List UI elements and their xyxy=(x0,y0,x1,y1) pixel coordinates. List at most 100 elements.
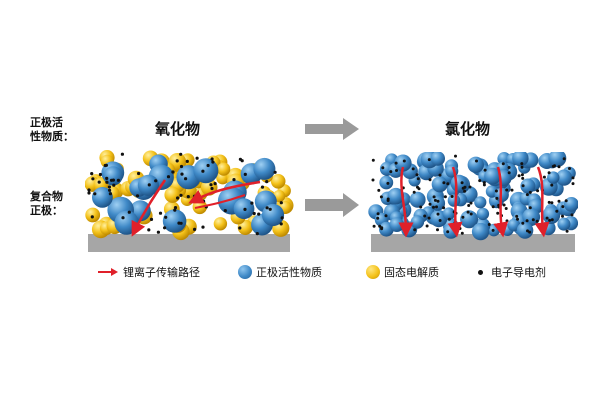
conductive-dot xyxy=(463,189,467,193)
conductive-dot xyxy=(158,211,163,215)
conductive-dot xyxy=(156,230,160,234)
legend-electrolyte-label: 固态电解质 xyxy=(384,266,439,279)
blue-particle xyxy=(409,191,426,208)
conductive-dot xyxy=(120,152,124,156)
conductive-dot xyxy=(213,182,217,186)
blue-particle xyxy=(474,196,487,209)
conductive-dot xyxy=(257,212,261,216)
conductive-dot xyxy=(454,154,457,158)
conductive-dot xyxy=(87,188,91,192)
conductive-dot xyxy=(433,198,437,202)
conductive-dot xyxy=(447,217,451,221)
conductive-dot xyxy=(384,214,388,218)
blue-particle xyxy=(410,215,425,229)
conductive-dot xyxy=(507,166,511,169)
blue-particle xyxy=(542,206,561,224)
conductive-dot xyxy=(179,164,184,169)
conductive-dot xyxy=(495,196,499,200)
conductive-dot xyxy=(565,229,569,233)
conductive-dot xyxy=(510,188,514,192)
conductive-dot xyxy=(412,190,416,194)
blue-particle xyxy=(114,210,139,235)
conductive-dot xyxy=(108,188,112,192)
blue-particle xyxy=(442,207,456,220)
blue-particle xyxy=(447,194,461,207)
conductive-dot xyxy=(568,167,571,170)
conductive-dot xyxy=(482,183,486,187)
conductive-dot xyxy=(179,221,183,225)
conductive-dot xyxy=(428,202,432,206)
blue-particle xyxy=(389,217,405,232)
conductive-dot xyxy=(478,179,482,183)
blue-particle xyxy=(484,167,501,185)
conductive-dot xyxy=(279,222,283,226)
conductive-dot xyxy=(427,158,431,162)
right-li-path-2 xyxy=(447,166,463,238)
conductive-dot xyxy=(173,208,177,212)
yellow-particle xyxy=(217,162,231,176)
blue-particle xyxy=(555,169,573,186)
yellow-particle xyxy=(85,207,101,223)
conductive-dot xyxy=(376,216,380,220)
conductive-dot xyxy=(423,214,427,218)
blue-particle xyxy=(516,222,534,239)
conductive-dot xyxy=(87,191,91,195)
conductive-dot xyxy=(521,176,525,180)
conductive-dot xyxy=(243,207,247,211)
conductive-dot xyxy=(372,224,376,228)
conductive-dot xyxy=(450,195,454,198)
legend-active-material: 正极活性物质 xyxy=(238,262,322,282)
conductive-dot xyxy=(238,226,242,230)
conductive-dot xyxy=(438,219,442,222)
conductive-dot xyxy=(154,179,158,183)
conductive-dot xyxy=(436,228,439,232)
conductive-dot xyxy=(164,215,168,219)
composite-cathode-label-line1: 复合物 xyxy=(30,190,63,203)
conductive-dot xyxy=(548,218,552,222)
conductive-dot xyxy=(176,196,180,200)
chloride-composite-panel xyxy=(368,152,578,252)
conductive-dot xyxy=(108,192,112,196)
conductive-dot xyxy=(460,181,464,185)
conductive-dot xyxy=(425,224,429,228)
conductive-dot xyxy=(243,172,247,176)
conductive-dot xyxy=(127,210,131,214)
conductive-dot xyxy=(468,185,472,189)
conductive-dot xyxy=(109,178,114,182)
conductive-dot xyxy=(90,215,94,219)
conductive-dot xyxy=(521,184,525,188)
right-li-path-4 xyxy=(534,166,550,238)
yellow-particle-icon xyxy=(366,265,380,279)
conductive-dot xyxy=(528,190,532,194)
conductive-dot xyxy=(550,218,554,222)
conductive-dot xyxy=(103,163,107,168)
conductive-dot xyxy=(411,167,415,171)
conductive-dot xyxy=(371,178,375,182)
conductive-dot xyxy=(279,201,283,205)
conductive-dot xyxy=(413,228,417,232)
conductive-dot xyxy=(550,201,554,205)
left-li-path-3 xyxy=(194,194,246,209)
conductive-dot xyxy=(186,195,190,199)
conductive-dot xyxy=(555,209,559,213)
conductive-dot xyxy=(386,199,390,202)
conductive-dot xyxy=(562,157,566,161)
conductive-dot xyxy=(571,182,575,186)
blue-particle-icon xyxy=(238,265,252,279)
blue-particle xyxy=(512,152,529,167)
conductive-dot xyxy=(501,162,505,166)
conductive-dot xyxy=(526,229,529,233)
conductive-dot xyxy=(419,205,423,209)
legend-conductive-agent: 电子导电剂 xyxy=(478,262,546,282)
conductive-dot xyxy=(516,217,519,221)
conductive-dot xyxy=(435,205,438,209)
conductive-dot xyxy=(520,173,524,177)
red-arrow-icon xyxy=(98,268,118,276)
yellow-particle xyxy=(213,217,228,231)
conductive-dot xyxy=(545,216,549,220)
conductive-dot xyxy=(561,214,564,218)
conductive-dot xyxy=(469,212,473,216)
conductive-dot xyxy=(505,188,509,192)
right-li-path-1 xyxy=(398,166,414,238)
cathode-active-label-line2: 性物质： xyxy=(30,130,74,143)
